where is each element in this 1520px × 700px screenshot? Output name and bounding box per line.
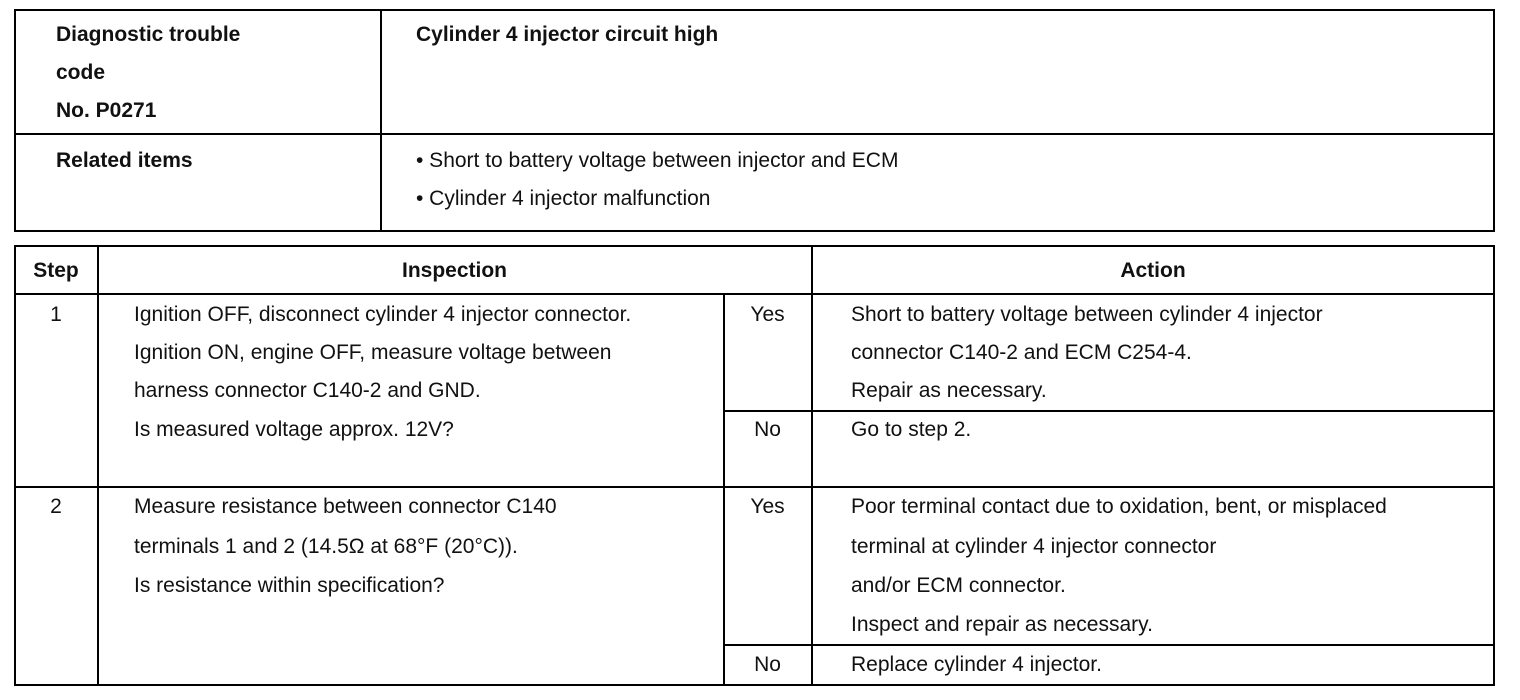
step2-yes-no-divider xyxy=(724,644,1494,646)
step1-no-action-line: Go to step 2. xyxy=(851,418,972,441)
dtc-label-line-2: code xyxy=(56,61,106,84)
inspection-result-divider xyxy=(723,294,725,685)
step2-inspection-line: Measure resistance between connector C14… xyxy=(134,495,557,518)
dtc-label-line-1: Diagnostic trouble xyxy=(56,23,241,46)
step1-yes-no-divider xyxy=(724,410,1494,412)
step1-inspection-line: Is measured voltage approx. 12V? xyxy=(134,418,454,441)
action-column-divider xyxy=(811,246,813,685)
step-number: 2 xyxy=(50,495,62,518)
step2-yes-action-line: and/or ECM connector. xyxy=(851,574,1066,597)
related-item: • Cylinder 4 injector malfunction xyxy=(416,187,711,210)
table-header-divider xyxy=(15,293,1494,295)
step2-no-action-line: Replace cylinder 4 injector. xyxy=(851,653,1102,676)
step1-yes-action-line: Short to battery voltage between cylinde… xyxy=(851,303,1323,326)
step2-yes-action-line: terminal at cylinder 4 injector connecto… xyxy=(851,535,1217,558)
step1-yes-label: Yes xyxy=(750,303,785,326)
dtc-title: Cylinder 4 injector circuit high xyxy=(416,23,719,46)
step2-inspection-line: terminals 1 and 2 (14.5Ω at 68°F (20°C))… xyxy=(134,535,518,558)
header-row-divider xyxy=(15,133,1494,135)
step2-inspection-line: Is resistance within specification? xyxy=(134,574,445,597)
step1-inspection-line: Ignition OFF, disconnect cylinder 4 inje… xyxy=(134,303,632,326)
step1-yes-action-line: connector C140-2 and ECM C254-4. xyxy=(851,341,1192,364)
column-header-action: Action xyxy=(1120,259,1186,282)
step-column-divider xyxy=(97,246,99,685)
step-row-divider xyxy=(15,486,1494,488)
header-column-divider xyxy=(380,10,382,231)
step2-no-label: No xyxy=(754,653,781,676)
step1-no-label: No xyxy=(754,418,781,441)
step1-inspection-line: harness connector C140-2 and GND. xyxy=(134,379,481,402)
dtc-label-line-3: No. P0271 xyxy=(56,99,157,122)
step-number: 1 xyxy=(50,303,62,326)
step2-yes-label: Yes xyxy=(750,495,785,518)
step2-yes-action-line: Poor terminal contact due to oxidation, … xyxy=(851,495,1387,518)
step1-inspection-line: Ignition ON, engine OFF, measure voltage… xyxy=(134,341,612,364)
dtc-header-table xyxy=(14,9,1495,232)
step2-yes-action-line: Inspect and repair as necessary. xyxy=(851,613,1153,636)
troubleshooting-table xyxy=(14,245,1495,686)
related-item: • Short to battery voltage between injec… xyxy=(416,149,899,172)
related-items-label: Related items xyxy=(56,149,193,172)
column-header-inspection: Inspection xyxy=(401,259,507,282)
column-header-step: Step xyxy=(33,259,79,282)
step1-yes-action-line: Repair as necessary. xyxy=(851,379,1047,402)
